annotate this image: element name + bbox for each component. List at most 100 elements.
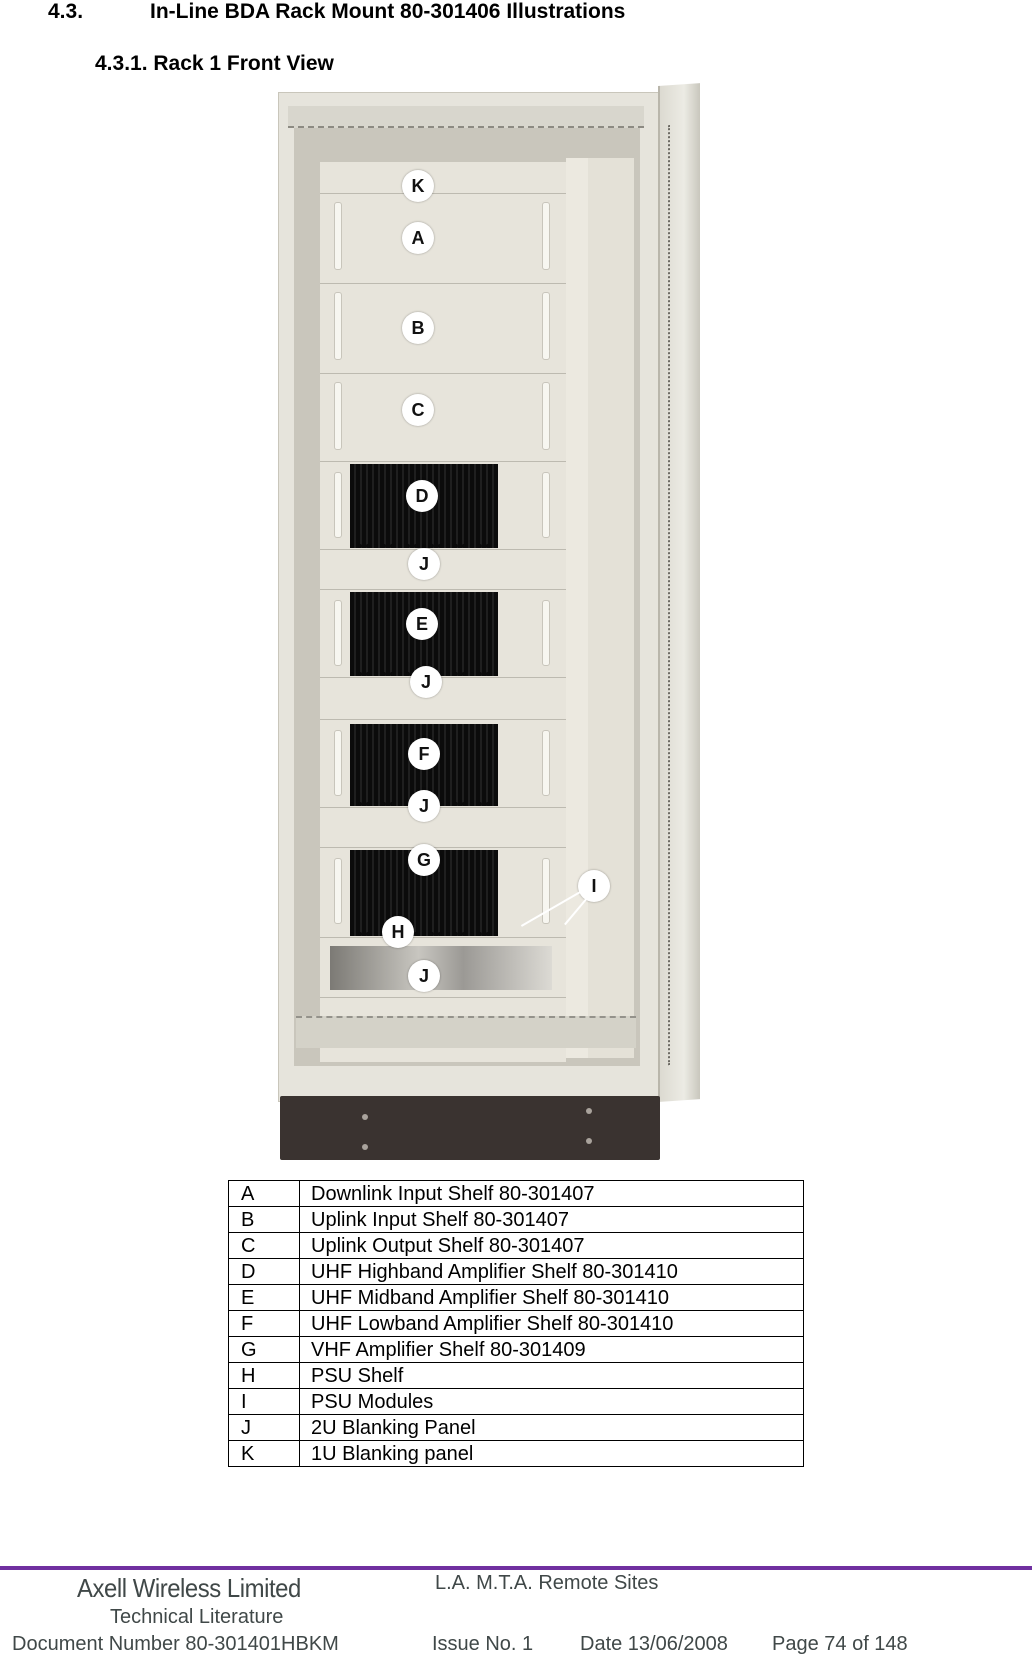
legend-desc: VHF Amplifier Shelf 80-301409 — [299, 1336, 804, 1363]
footer-document-number: Document Number 80-301401HBKM — [12, 1633, 339, 1655]
psu-modules — [330, 946, 552, 990]
plinth-bolt — [362, 1144, 368, 1150]
shelf-b — [320, 284, 566, 374]
legend-key: F — [228, 1310, 300, 1337]
callout-i: I — [578, 870, 610, 902]
legend-key: I — [228, 1388, 300, 1415]
blanking-panel-j — [320, 550, 566, 590]
footer-company: Axell Wireless Limited — [77, 1573, 301, 1603]
shelf-handle — [542, 202, 550, 270]
shelf-handle — [334, 292, 342, 360]
cabinet-side-panel — [588, 158, 634, 1058]
shelf-a — [320, 194, 566, 284]
shelf-handle — [542, 858, 550, 924]
callout-k: K — [402, 170, 434, 202]
legend-key: J — [228, 1414, 300, 1441]
cabinet-top-rail — [288, 106, 644, 128]
shelf-handle — [334, 202, 342, 270]
section-title: In-Line BDA Rack Mount 80-301406 Illustr… — [150, 0, 626, 23]
shelf-f — [320, 720, 566, 808]
callout-c: C — [402, 394, 434, 426]
shelf-handle — [334, 858, 342, 924]
rack-front-view-photo: K A B C D J E J F J G I H J — [266, 83, 730, 1174]
shelf-handle — [334, 382, 342, 450]
cabinet-side-gap — [566, 158, 588, 1058]
legend-desc: PSU Shelf — [299, 1362, 804, 1389]
legend-key: K — [228, 1440, 300, 1467]
shelf-handle — [542, 600, 550, 666]
shelf-handle — [334, 472, 342, 538]
legend-desc: UHF Midband Amplifier Shelf 80-301410 — [299, 1284, 804, 1311]
legend-key: E — [228, 1284, 300, 1311]
shelf-handle — [542, 730, 550, 796]
legend-key: G — [228, 1336, 300, 1363]
open-door — [658, 83, 700, 1103]
shelf-handle — [334, 730, 342, 796]
door-rail — [668, 124, 680, 1066]
legend-key: B — [228, 1206, 300, 1233]
callout-a: A — [402, 222, 434, 254]
callout-b: B — [402, 312, 434, 344]
legend-key: D — [228, 1258, 300, 1285]
shelf-c — [320, 374, 566, 462]
shelf-handle — [542, 472, 550, 538]
shelf-handle — [542, 382, 550, 450]
shelf-h-psu — [320, 938, 566, 998]
shelf-handle — [334, 600, 342, 666]
footer-rule — [0, 1566, 1032, 1570]
blanking-panel-j — [320, 808, 566, 848]
legend-desc: Uplink Input Shelf 80-301407 — [299, 1206, 804, 1233]
legend-desc: 1U Blanking panel — [299, 1440, 804, 1467]
shelf-d — [320, 462, 566, 550]
legend-desc: PSU Modules — [299, 1388, 804, 1415]
plinth-bolt — [586, 1108, 592, 1114]
footer-date: Date 13/06/2008 — [580, 1633, 728, 1655]
callout-f: F — [408, 738, 440, 770]
blanking-panel-j — [320, 678, 566, 720]
cabinet-base-rail — [296, 1016, 636, 1048]
rack-face — [320, 162, 566, 1062]
shelf-g — [320, 848, 566, 938]
callout-h: H — [382, 916, 414, 948]
legend-desc: UHF Highband Amplifier Shelf 80-301410 — [299, 1258, 804, 1285]
legend-desc: Downlink Input Shelf 80-301407 — [299, 1180, 804, 1207]
callout-j1: J — [408, 548, 440, 580]
shelf-e — [320, 590, 566, 678]
legend-desc: UHF Lowband Amplifier Shelf 80-301410 — [299, 1310, 804, 1337]
legend-key: A — [228, 1180, 300, 1207]
section-heading: 4.3. In-Line BDA Rack Mount 80-301406 Ill… — [48, 0, 625, 24]
footer-site: L.A. M.T.A. Remote Sites — [435, 1572, 659, 1594]
shelf-handle — [542, 292, 550, 360]
callout-g: G — [408, 844, 440, 876]
footer-literature: Technical Literature — [110, 1606, 284, 1628]
legend-key: C — [228, 1232, 300, 1259]
cabinet-plinth — [280, 1096, 660, 1160]
callout-j4: J — [408, 960, 440, 992]
shelf-k — [320, 172, 566, 194]
legend-desc: 2U Blanking Panel — [299, 1414, 804, 1441]
subsection-heading: 4.3.1. Rack 1 Front View — [95, 52, 334, 75]
callout-d: D — [406, 480, 438, 512]
callout-e: E — [406, 608, 438, 640]
section-number: 4.3. — [48, 0, 84, 23]
legend-key: H — [228, 1362, 300, 1389]
callout-j3: J — [408, 790, 440, 822]
heatsink — [350, 850, 498, 936]
callout-j2: J — [410, 666, 442, 698]
plinth-bolt — [586, 1138, 592, 1144]
footer-page: Page 74 of 148 — [772, 1633, 908, 1655]
plinth-bolt — [362, 1114, 368, 1120]
